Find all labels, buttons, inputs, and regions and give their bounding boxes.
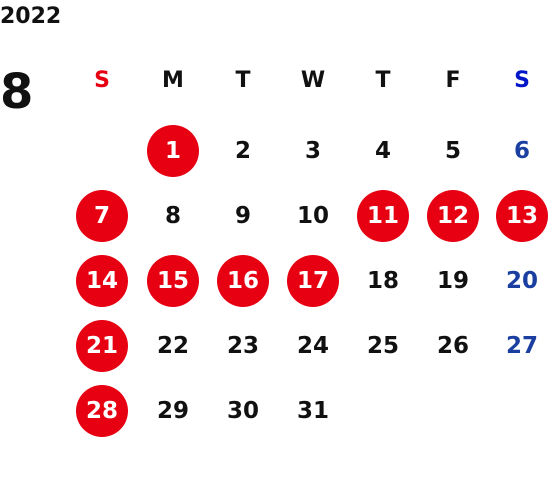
weekday-saturday: S xyxy=(514,68,530,93)
day-8: 8 xyxy=(164,203,181,229)
day-23: 23 xyxy=(226,333,259,359)
day-14: 14 xyxy=(76,255,128,307)
day-16: 16 xyxy=(217,255,269,307)
day-25: 25 xyxy=(366,333,399,359)
day-6: 6 xyxy=(513,138,530,164)
weekday-friday: F xyxy=(445,68,461,93)
day-21: 21 xyxy=(76,320,128,372)
day-10: 10 xyxy=(296,203,329,229)
day-22: 22 xyxy=(156,333,189,359)
weekday-sunday: S xyxy=(94,68,110,93)
day-24: 24 xyxy=(296,333,329,359)
day-27: 27 xyxy=(505,333,538,359)
day-31: 31 xyxy=(296,398,329,424)
day-4: 4 xyxy=(374,138,391,164)
weekday-monday: M xyxy=(162,68,184,93)
month-label: 8 xyxy=(0,64,34,120)
day-26: 26 xyxy=(436,333,469,359)
day-11: 11 xyxy=(357,190,409,242)
day-18: 18 xyxy=(366,268,399,294)
day-29: 29 xyxy=(156,398,189,424)
day-15: 15 xyxy=(147,255,199,307)
weekday-wednesday: W xyxy=(300,68,326,93)
day-20: 20 xyxy=(505,268,538,294)
day-2: 2 xyxy=(234,138,251,164)
year-label: 2022 xyxy=(0,4,62,29)
day-19: 19 xyxy=(436,268,469,294)
day-3: 3 xyxy=(304,138,321,164)
day-17: 17 xyxy=(287,255,339,307)
day-1: 1 xyxy=(147,125,199,177)
weekday-thursday: T xyxy=(375,68,391,93)
day-30: 30 xyxy=(226,398,259,424)
day-9: 9 xyxy=(234,203,251,229)
day-13: 13 xyxy=(496,190,548,242)
weekday-tuesday: T xyxy=(235,68,251,93)
day-5: 5 xyxy=(444,138,461,164)
day-7: 7 xyxy=(76,190,128,242)
day-12: 12 xyxy=(427,190,479,242)
day-28: 28 xyxy=(76,385,128,437)
